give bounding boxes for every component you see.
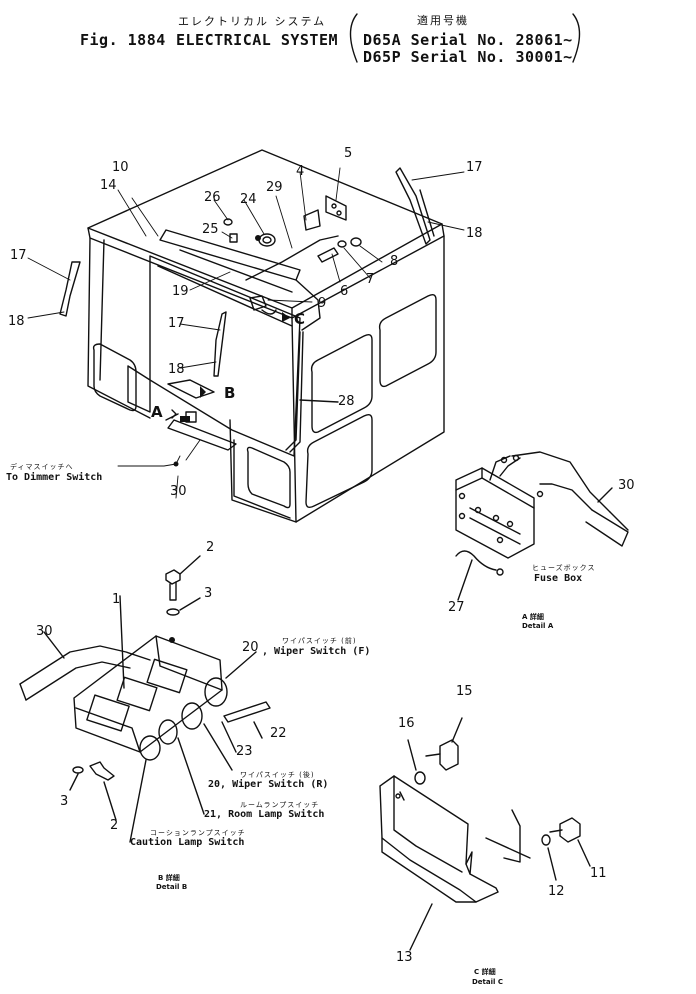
view-marker-b: B	[224, 384, 236, 402]
callout-8: 8	[390, 254, 399, 269]
header-bracket-right	[572, 13, 581, 63]
detail-b-heading: Detail B	[156, 883, 188, 891]
bracket-13	[379, 717, 591, 951]
serial-range-d65a: D65A Serial No. 28061~	[363, 31, 573, 49]
callout-12: 12	[548, 884, 565, 899]
callout-13: 13	[396, 950, 413, 965]
switch-panel	[19, 555, 271, 843]
callout-20: 20	[242, 640, 259, 655]
caution-lamp-switch-jp: コーションランプスイッチ	[150, 829, 246, 837]
callout-30-detail-b: 30	[36, 624, 53, 639]
room-lamp-switch-jp: ルームランプスイッチ	[240, 801, 320, 809]
header-bracket-left	[349, 13, 358, 63]
callout-3-top: 3	[204, 586, 213, 601]
fuse-box-label-jp: ヒューズボックス	[532, 564, 596, 572]
dimmer-note: To Dimmer Switch	[6, 472, 103, 483]
callout-1: 1	[112, 592, 121, 607]
callout-4: 4	[296, 164, 305, 179]
fuse-box-label: Fuse Box	[534, 573, 583, 584]
callout-17-right: 17	[466, 160, 483, 175]
detail-c-heading-jp: C 詳細	[474, 968, 496, 976]
callout-3-bottom: 3	[60, 794, 69, 809]
callout-15: 15	[456, 684, 473, 699]
detail-c-heading: Detail C	[472, 978, 504, 986]
callout-11: 11	[590, 866, 607, 881]
callout-22: 22	[270, 726, 287, 741]
room-lamp-switch-label: 21, Room Lamp Switch	[204, 809, 325, 820]
callout-16: 16	[398, 716, 415, 731]
page-title: ELECTRICAL SYSTEM	[176, 31, 339, 49]
arrow-c-head	[282, 312, 290, 322]
callout-29: 29	[266, 180, 283, 195]
callout-9: 9	[318, 296, 327, 311]
callout-30-detail-a: 30	[618, 478, 635, 493]
callout-14: 14	[100, 178, 117, 193]
arrow-b-head	[200, 386, 206, 398]
callout-17-center: 17	[168, 316, 185, 331]
callout-10: 10	[112, 160, 129, 175]
wiper-switch-rear-label: 20, Wiper Switch (R)	[208, 779, 329, 790]
callout-28: 28	[338, 394, 355, 409]
detail-b-heading-jp: B 詳細	[158, 874, 180, 882]
callout-17-left: 17	[10, 248, 27, 263]
wiper-switch-front-label: , Wiper Switch (F)	[262, 646, 371, 657]
leader-lines	[27, 167, 465, 499]
wiper-switch-rear-jp: ワイパスイッチ (後)	[240, 771, 315, 779]
callout-26: 26	[204, 190, 221, 205]
fuse-box	[455, 451, 629, 601]
callout-5: 5	[344, 146, 353, 161]
wiper-arms	[59, 167, 435, 377]
dimmer-note-jp: ディマスイッチへ	[10, 463, 74, 471]
callout-7: 7	[366, 272, 375, 287]
title-japanese: エレクトリカル システム	[178, 15, 327, 28]
view-marker-a: A	[151, 403, 163, 421]
callout-24: 24	[240, 192, 257, 207]
detail-a-heading: Detail A	[522, 622, 554, 630]
applicable-serials-heading: 適用号機	[417, 14, 469, 27]
arrow-a	[165, 413, 179, 421]
caution-lamp-switch-label: Caution Lamp Switch	[130, 837, 245, 848]
callout-25: 25	[202, 222, 219, 237]
callout-18-left: 18	[8, 314, 25, 329]
detail-a-heading-jp: A 詳細	[522, 613, 544, 621]
callout-2-bottom: 2	[110, 818, 119, 833]
callout-2-top: 2	[206, 540, 215, 555]
view-markers	[167, 379, 237, 451]
callout-6: 6	[340, 284, 349, 299]
connector-block	[180, 416, 190, 422]
callout-27: 27	[448, 600, 465, 615]
wiper-switch-front-jp: ワイパスイッチ (前)	[282, 637, 357, 645]
callout-30-cab: 30	[170, 484, 187, 499]
callout-23: 23	[236, 744, 253, 759]
callout-19: 19	[172, 284, 189, 299]
figure-number: Fig. 1884	[80, 31, 166, 49]
serial-range-d65p: D65P Serial No. 30001~	[363, 48, 573, 66]
view-marker-c: C	[294, 310, 306, 328]
cab-outline	[87, 149, 445, 523]
callout-18-right: 18	[466, 226, 483, 241]
callout-18-center: 18	[168, 362, 185, 377]
